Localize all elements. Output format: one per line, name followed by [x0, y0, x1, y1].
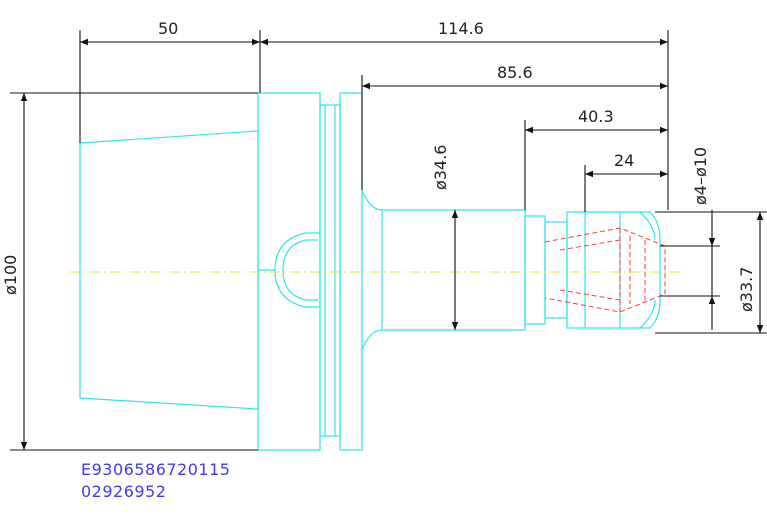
part-outline	[79, 92, 661, 451]
dim-40-label: 40.3	[578, 107, 614, 126]
dim-85-label: 85.6	[497, 63, 533, 82]
hidden-collet	[544, 227, 666, 313]
part-id-line1: E9306586720115	[81, 460, 231, 479]
neck	[524, 215, 546, 325]
dim-dia33-label: ø33.7	[737, 267, 756, 312]
dim-50-label: 50	[158, 19, 178, 38]
part-id-line2: 02926952	[81, 482, 167, 501]
collet-nut	[566, 211, 661, 329]
body-cylinder	[381, 209, 526, 331]
dim-114-label: 114.6	[438, 19, 484, 38]
dim-dia34-label: ø34.6	[431, 145, 450, 190]
dim-dia4-10-label: ø4–ø10	[691, 147, 710, 205]
taper-shank	[79, 130, 259, 410]
dim-dia100-label: ø100	[1, 255, 20, 295]
dim-24-label: 24	[614, 151, 634, 170]
drive-key	[274, 232, 320, 308]
dimension-lines	[10, 30, 767, 451]
groove	[319, 104, 341, 437]
